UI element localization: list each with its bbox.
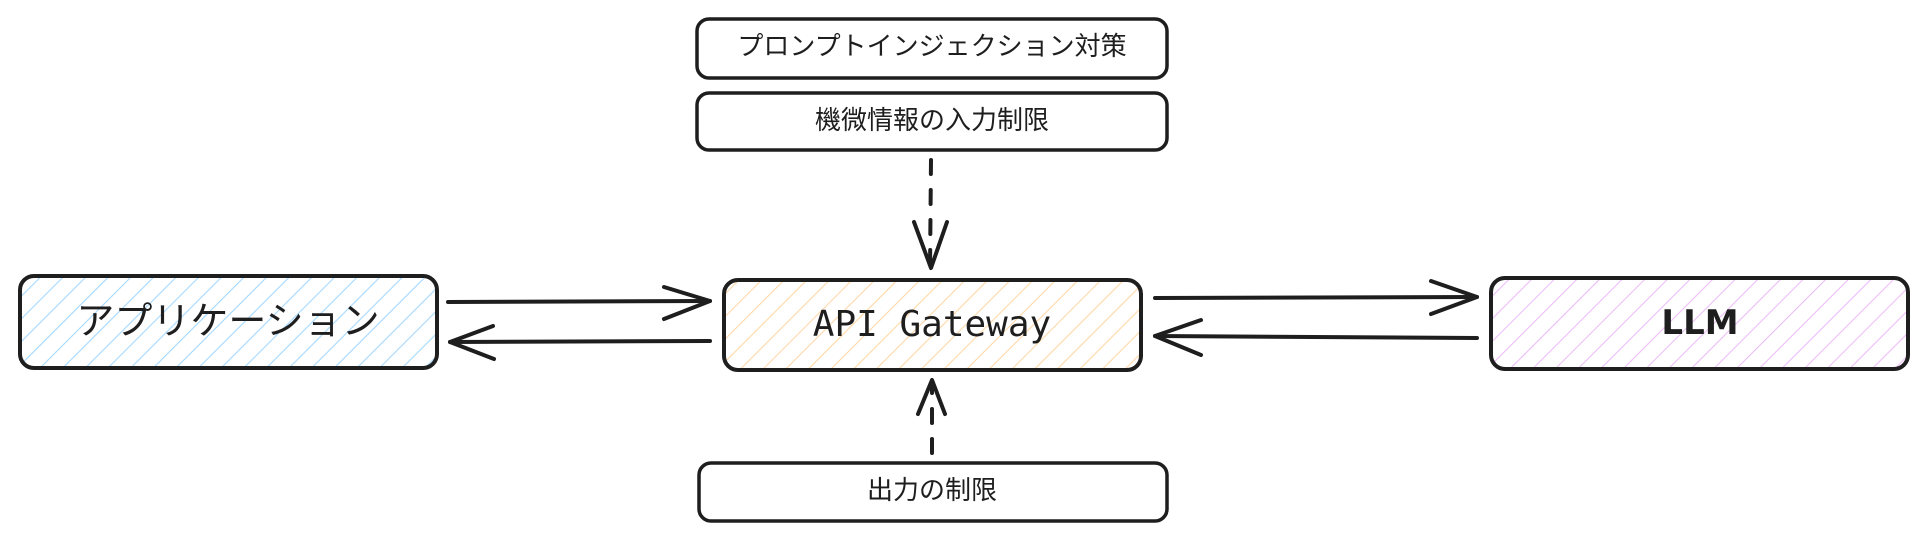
edge-output-limit-to-gateway[interactable]: [916, 378, 947, 455]
node-application-label: アプリケーション: [76, 299, 379, 343]
node-llm[interactable]: LLM: [1489, 276, 1910, 371]
node-sensitive-input[interactable]: 機微情報の入力制限: [695, 91, 1169, 152]
node-llm-label: LLM: [1661, 303, 1738, 343]
edge-application-to-gateway[interactable]: [446, 285, 712, 321]
arrowhead-left-icon: [1153, 318, 1203, 357]
edge-sensitive-input-to-gateway[interactable]: [912, 158, 949, 272]
node-api-gateway[interactable]: API Gateway: [722, 278, 1143, 372]
edge-gateway-to-application[interactable]: [448, 324, 712, 361]
node-prompt-injection[interactable]: プロンプトインジェクション対策: [695, 17, 1169, 80]
edge-gateway-to-llm[interactable]: [1153, 279, 1479, 316]
arrowhead-up-icon: [916, 378, 947, 416]
arrowhead-down-icon: [912, 220, 949, 270]
node-api-gateway-label: API Gateway: [813, 304, 1051, 345]
arrowhead-left-icon: [448, 324, 496, 361]
node-output-limit-label: 出力の制限: [867, 476, 997, 506]
node-prompt-injection-label: プロンプトインジェクション対策: [737, 32, 1126, 62]
node-output-limit[interactable]: 出力の制限: [697, 461, 1169, 523]
node-sensitive-input-label: 機微情報の入力制限: [815, 106, 1049, 136]
edge-llm-to-gateway[interactable]: [1153, 318, 1479, 357]
node-application[interactable]: アプリケーション: [18, 274, 439, 370]
arrowhead-right-icon: [662, 285, 712, 321]
arrowhead-right-icon: [1429, 279, 1479, 316]
